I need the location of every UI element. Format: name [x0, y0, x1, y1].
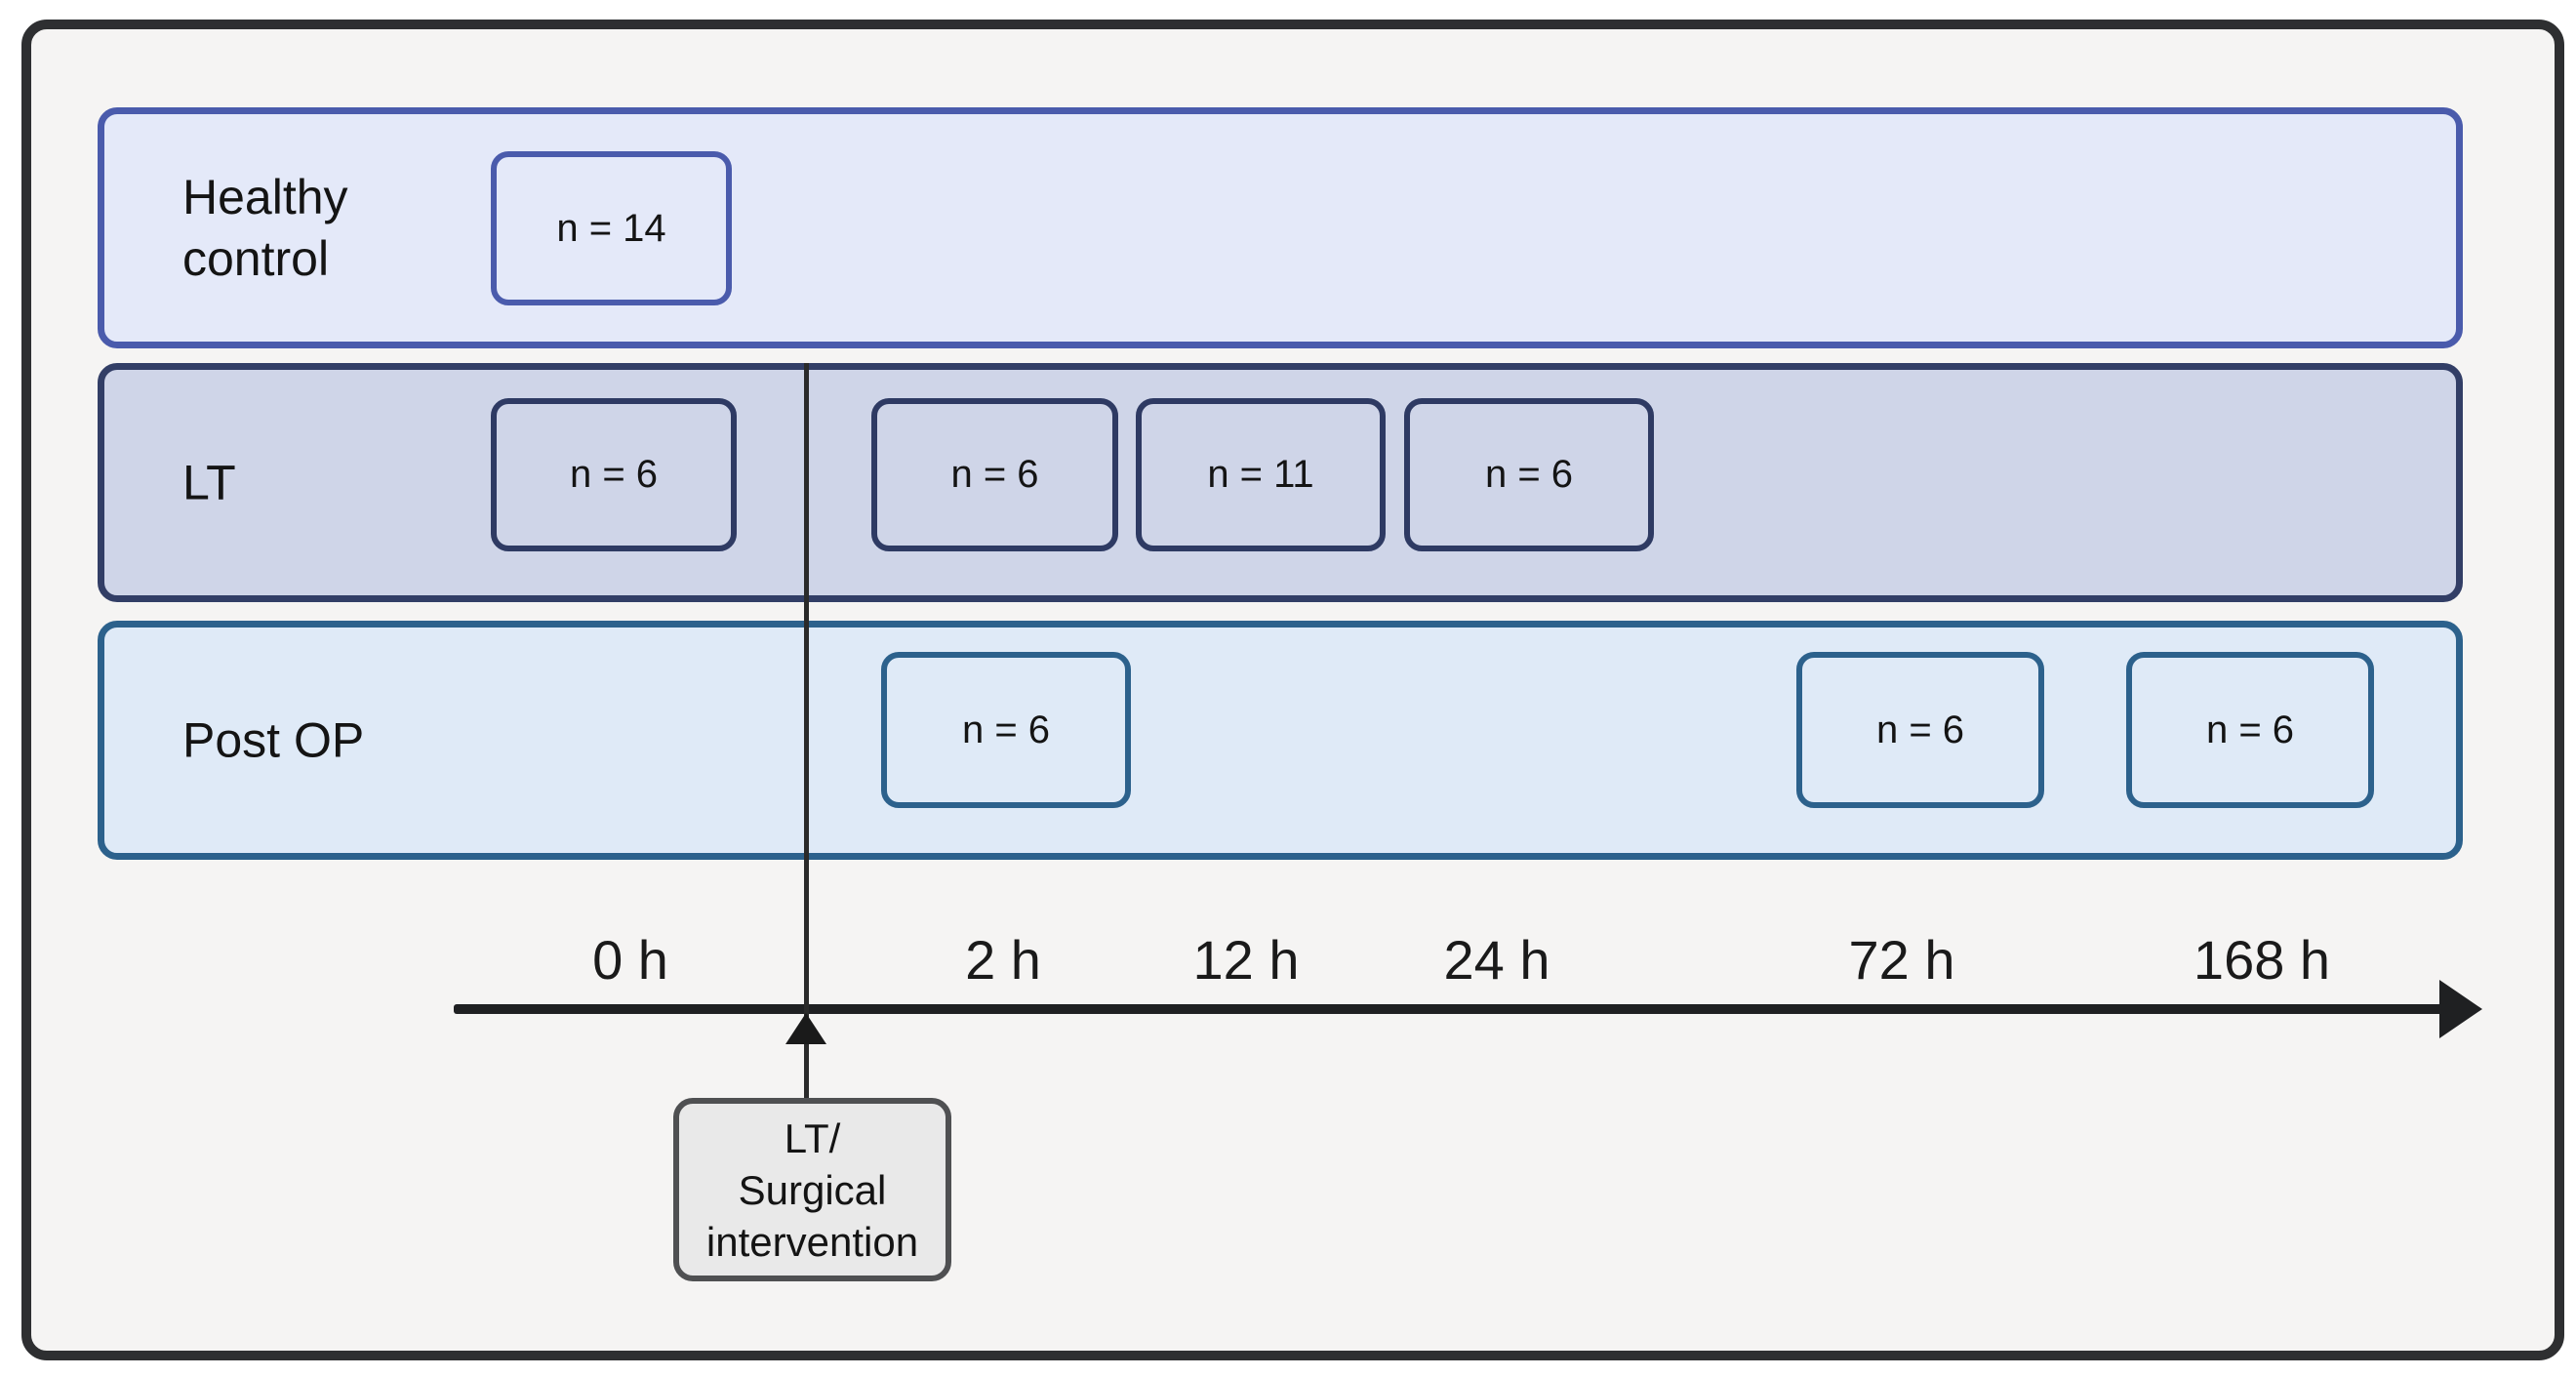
tick-label-0h: 0 h: [592, 929, 668, 991]
sample-size-label: n = 11: [1207, 453, 1314, 496]
sample-size-label: n = 14: [556, 206, 666, 250]
group-band-lt: LT n = 6 n = 6 n = 11 n = 6: [98, 363, 2463, 602]
intervention-label-box: LT/ Surgical intervention: [673, 1098, 951, 1281]
intervention-up-arrowhead-icon: [785, 1013, 826, 1044]
sample-size-label: n = 6: [569, 453, 659, 496]
tick-label-72h: 72 h: [1848, 929, 1955, 991]
group-label-line1: Healthy: [182, 169, 348, 224]
group-band-post-op: Post OP n = 6 n = 6 n = 6: [98, 621, 2463, 860]
intervention-line3: intervention: [705, 1218, 919, 1265]
sample-size-label: n = 6: [1875, 708, 1965, 751]
group-label-healthy-control: Healthy control: [182, 167, 348, 290]
sample-box-lt-2h: n = 6: [871, 398, 1118, 551]
sample-box-postop-72h: n = 6: [1796, 652, 2044, 808]
intervention-event-line: [804, 363, 809, 1098]
timeline-axis-line: [454, 1004, 2447, 1014]
group-label-post-op: Post OP: [182, 709, 364, 771]
sample-size-label: n = 6: [961, 708, 1051, 751]
tick-label-12h: 12 h: [1192, 929, 1300, 991]
tick-label-168h: 168 h: [2193, 929, 2331, 991]
tick-label-24h: 24 h: [1443, 929, 1550, 991]
sample-box-healthy-0h: n = 14: [491, 151, 732, 305]
group-label-lt: LT: [182, 452, 236, 513]
sample-box-lt-24h: n = 6: [1404, 398, 1654, 551]
intervention-line2: Surgical: [738, 1166, 887, 1213]
group-label-line1: LT: [182, 455, 236, 509]
sample-box-postop-168h: n = 6: [2126, 652, 2374, 808]
sample-size-label: n = 6: [950, 453, 1039, 496]
sample-box-lt-0h: n = 6: [491, 398, 737, 551]
group-label-line1: Post OP: [182, 712, 365, 767]
sample-size-label: n = 6: [2205, 708, 2295, 751]
intervention-line1: LT/: [784, 1114, 841, 1161]
group-band-healthy-control: Healthy control n = 14: [98, 107, 2463, 348]
tick-label-2h: 2 h: [965, 929, 1041, 991]
sample-size-label: n = 6: [1484, 453, 1574, 496]
group-label-line2: control: [182, 230, 330, 286]
timeline-arrowhead-icon: [2439, 980, 2482, 1038]
sample-box-postop-2h: n = 6: [881, 652, 1131, 808]
sample-box-lt-12h: n = 11: [1136, 398, 1386, 551]
